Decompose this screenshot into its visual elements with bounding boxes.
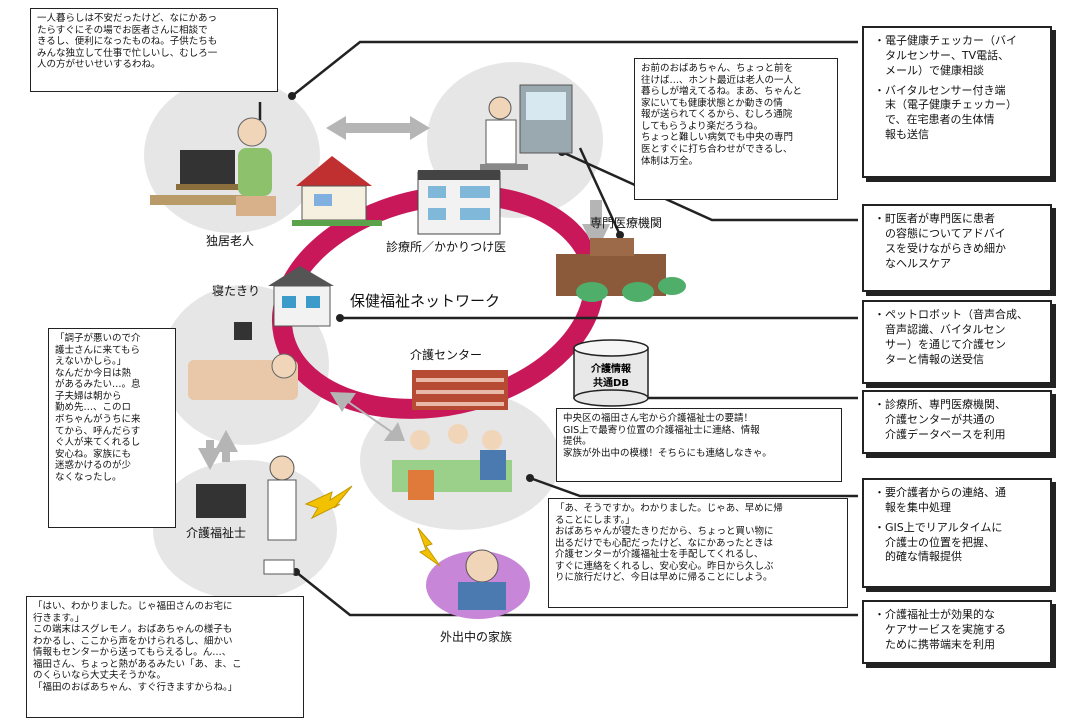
doctor-illustration bbox=[480, 84, 573, 170]
hospital-illustration bbox=[556, 238, 686, 302]
care-center-illustration bbox=[412, 370, 508, 410]
service-box-specialist-advice: ・町医者が専門医に患者 の容態についてアドバイ スを受けながらきめ細か なヘルス… bbox=[862, 204, 1052, 292]
clinic-label: 診療所／かかりつけ医 bbox=[386, 240, 507, 254]
database-label-1: 介護情報 bbox=[590, 362, 632, 375]
elderly-person-illustration bbox=[150, 117, 276, 216]
service-item: ・要介護者からの連絡、通 報を集中処理 bbox=[874, 486, 1006, 514]
lightning-icons bbox=[304, 485, 441, 567]
service-item: ・電子健康チェッカー（バイ タルセンサー、TV電話、 メール）で健康相談 bbox=[874, 34, 1017, 77]
service-box-gis: ・要介護者からの連絡、通 報を集中処理 ・GIS上でリアルタイムに 介護士の位置… bbox=[862, 478, 1052, 588]
bedridden-person-illustration bbox=[188, 322, 298, 400]
elderly-quote-box: 一人暮らしは不安だったけど、なにかあっ たらすぐにその場でお医者さんに相談で き… bbox=[30, 8, 278, 92]
service-item: ・GIS上でリアルタイムに 介護士の位置を把握、 的確な情報提供 bbox=[874, 520, 1003, 564]
bedridden-house-illustration bbox=[268, 266, 334, 327]
service-box-common-db: ・診療所、専門医療機関、 介護センターが共通の 介護データベースを利用 bbox=[862, 390, 1052, 454]
family-member-illustration bbox=[426, 549, 530, 619]
service-box-health-checker: ・電子健康チェッカー（バイ タルセンサー、TV電話、 メール）で健康相談 ・バイ… bbox=[862, 26, 1052, 178]
service-box-mobile-terminal: ・介護福祉士が効果的な ケアサービスを実施する ために携帯端末を利用 bbox=[862, 600, 1052, 664]
caregiver-label: 介護福祉士 bbox=[186, 526, 247, 540]
specialist-label: 専門医療機関 bbox=[590, 216, 663, 230]
leader-lines bbox=[258, 40, 858, 617]
service-item: ・バイタルセンサー付き端 末（電子健康チェッカー） で、在宅患者の生体情 報も送… bbox=[874, 83, 1017, 142]
clinic-building-illustration bbox=[417, 170, 501, 235]
gray-arrows bbox=[198, 116, 610, 470]
database-label-2: 共通DB bbox=[593, 376, 629, 389]
database-icon: 介護情報 共通DB bbox=[573, 339, 649, 407]
family-quote-box: 「あ、そうですか。わかりました。じゃあ、早めに帰 ることにします。」 おばあちゃ… bbox=[548, 498, 848, 608]
elderly-label: 独居老人 bbox=[206, 234, 255, 248]
bedridden-quote-box: 「調子が悪いので介 護士さんに来てもら えないかしら。」 なんだか今日は熱 があ… bbox=[48, 328, 176, 528]
service-item: ・診療所、専門医療機関、 介護センターが共通の 介護データベースを利用 bbox=[874, 398, 1006, 441]
caregiver-illustration bbox=[196, 455, 297, 575]
service-box-pet-robot: ・ペットロボット（音声合成、 音声認識、バイタルセン サー）を通じて介護セン タ… bbox=[862, 300, 1052, 384]
service-item: ・ペットロボット（音声合成、 音声認識、バイタルセン サー）を通じて介護セン タ… bbox=[874, 308, 1028, 366]
service-item: ・町医者が専門医に患者 の容態についてアドバイ スを受けながらきめ細か なヘルス… bbox=[874, 212, 1006, 270]
center-staff-illustration bbox=[392, 424, 512, 500]
family-label: 外出中の家族 bbox=[440, 630, 513, 644]
care-center-label: 介護センター bbox=[410, 348, 483, 362]
clinic-quote-box: お前のおばあちゃん、ちょっと前を 往けば…、ホント最近は老人の一人 暮らしが増え… bbox=[634, 58, 838, 200]
network-label: 保健福祉ネットワーク bbox=[350, 292, 501, 310]
bedridden-label: 寝たきり bbox=[212, 284, 261, 298]
service-item: ・介護福祉士が効果的な ケアサービスを実施する ために携帯端末を利用 bbox=[874, 608, 1006, 651]
house-illustration bbox=[292, 156, 382, 226]
center-quote-box: 中央区の福田さん宅から介護福祉士の要請！ GIS上で最寄り位置の介護福祉士に連絡… bbox=[556, 408, 842, 482]
caregiver-quote-box: 「はい、わかりました。じゃ福田さんのお宅に 行きます。」 この端末はスグレモノ。… bbox=[26, 596, 304, 718]
